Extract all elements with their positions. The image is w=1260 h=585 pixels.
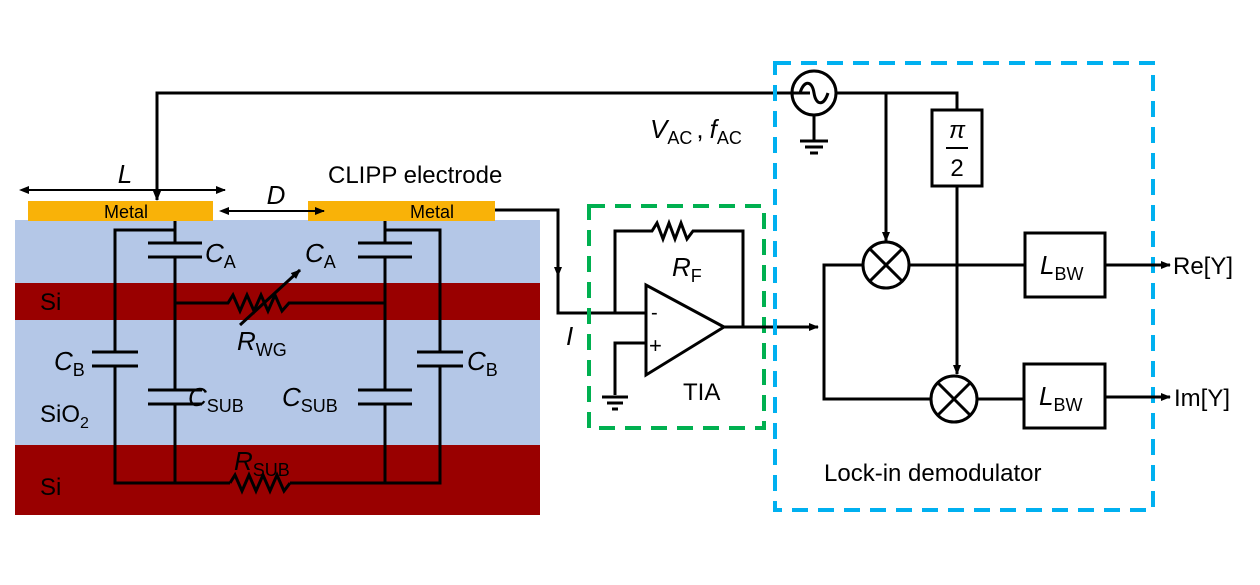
sio2-box-layer (15, 320, 540, 445)
cb-right-label: CB (467, 346, 498, 380)
csub-left-label: CSUB (188, 382, 244, 416)
source-label: VAC,fAC (650, 114, 742, 148)
opamp-plus: + (649, 333, 662, 358)
variable-arrow (238, 268, 302, 327)
rf-label: RF (672, 252, 702, 286)
cb-left-label: CB (54, 346, 85, 380)
oxide-top-layer (15, 220, 540, 283)
tia-label: TIA (683, 379, 720, 406)
si-top-label: Si (40, 289, 61, 316)
metal-electrode-left (28, 201, 213, 221)
sio2-label: SiO2 (40, 401, 89, 432)
csub-right-label: CSUB (282, 382, 338, 416)
opamp-minus: - (651, 302, 658, 324)
metal-right-label: Metal (410, 202, 454, 222)
filter-bottom-label: LBW (1039, 381, 1082, 415)
silicon-substrate-layer (15, 445, 540, 515)
filter-top-label: LBW (1040, 250, 1083, 284)
layer-stack (15, 201, 540, 515)
metal-left-label: Metal (104, 202, 148, 222)
lockin-label: Lock-in demodulator (824, 460, 1041, 487)
metal-electrode-right (308, 201, 495, 221)
equivalent-circuit (92, 221, 463, 495)
waveguide-resistor (175, 291, 385, 315)
si-bottom-label: Si (40, 474, 61, 501)
lockin-boundary (773, 61, 1155, 512)
gap-symbol: D (267, 180, 286, 210)
rwg-label: RWG (237, 326, 287, 360)
rsub-label: RSUB (234, 446, 290, 480)
lockin-circuit (822, 93, 1171, 430)
ca-left-label: CA (205, 238, 236, 272)
output-real-label: Re[Y] (1173, 253, 1233, 280)
output-imag-label: Im[Y] (1174, 385, 1230, 412)
phase-numerator: π (949, 117, 966, 144)
electrode-title: CLIPP electrode (328, 162, 502, 189)
drive-wire (153, 91, 810, 201)
phase-denominator: 2 (950, 155, 963, 182)
opamp-symbol (644, 282, 728, 378)
length-symbol: L (118, 159, 132, 189)
ac-source (790, 69, 959, 155)
ca-right-label: CA (305, 238, 336, 272)
tia-circuit (602, 218, 819, 411)
tia-boundary (587, 204, 766, 430)
substrate-resistor (228, 471, 292, 495)
current-label: I (566, 321, 573, 351)
